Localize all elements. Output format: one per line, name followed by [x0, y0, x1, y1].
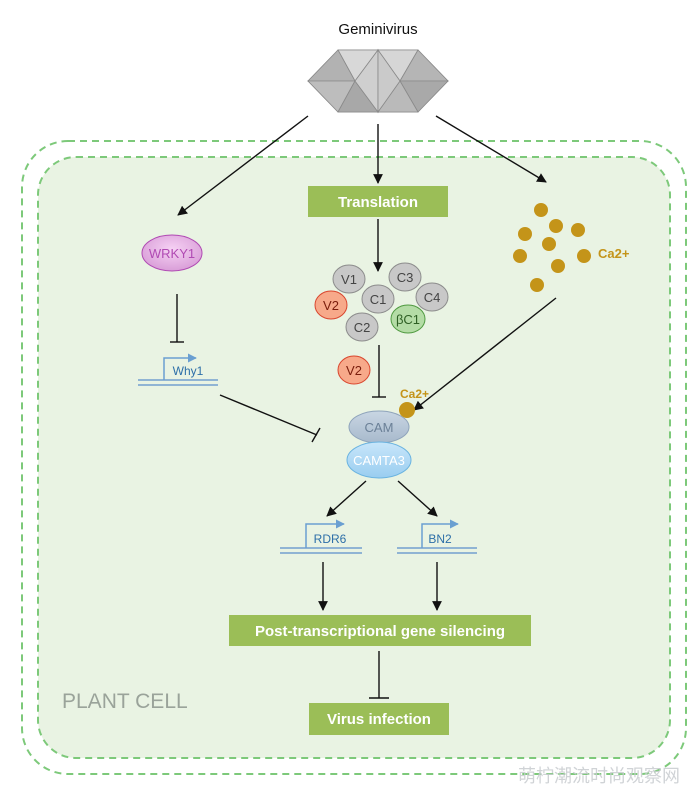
arrow-virus-to-calcium: [435, 115, 547, 183]
arrow-virus-to-wrky1: [177, 115, 309, 216]
calcium-bound-label: Ca2+: [400, 387, 429, 401]
why1-label: Why1: [173, 364, 204, 378]
protein-c2: C2: [354, 320, 371, 335]
inhibit-why1-to-cam: [219, 394, 321, 443]
wrky1-label: WRKY1: [149, 246, 195, 261]
translation-box: [308, 186, 448, 217]
protein-v2: V2: [323, 298, 339, 313]
rdr6-gene: RDR6: [280, 519, 362, 554]
inhibit-proteins-to-cam: [372, 345, 386, 398]
calcium-ions: [513, 203, 591, 292]
arrow-camta3-to-rdr6: [326, 480, 367, 517]
ptgs-box: [229, 615, 531, 646]
calcium-label: Ca2+: [598, 246, 630, 261]
rdr6-label: RDR6: [314, 532, 347, 546]
cam-label: CAM: [365, 420, 394, 435]
protein-v1: V1: [341, 272, 357, 287]
protein-c4: C4: [424, 290, 441, 305]
bn2-label: BN2: [428, 532, 452, 546]
translation-label: Translation: [338, 194, 418, 211]
virus-infection-box: [309, 703, 449, 735]
protein-c3: C3: [397, 270, 414, 285]
inhibit-ptgs-to-infection: [369, 651, 389, 699]
why1-gene: Why1: [138, 353, 218, 386]
watermark: 萌柠潮流时尚观察网: [518, 766, 680, 786]
virus-infection-label: Virus infection: [327, 711, 431, 728]
ptgs-label: Post-transcriptional gene silencing: [255, 623, 505, 640]
inhibit-wrky1-to-why1: [170, 294, 184, 343]
viral-proteins: V1 C3 V2 C1 C4 C2 βC1: [314, 262, 449, 342]
geminivirus-label: Geminivirus: [338, 21, 417, 38]
bn2-gene: BN2: [397, 519, 477, 554]
protein-bc1: βC1: [396, 312, 420, 327]
arrow-calcium-to-cam: [413, 297, 557, 411]
geminivirus-icon: [307, 48, 449, 114]
plant-cell-label: PLANT CELL: [62, 690, 188, 713]
camta3-label: CAMTA3: [353, 453, 405, 468]
arrow-camta3-to-bn2: [397, 480, 438, 517]
protein-v2-free: V2: [346, 363, 362, 378]
protein-c1: C1: [370, 292, 387, 307]
